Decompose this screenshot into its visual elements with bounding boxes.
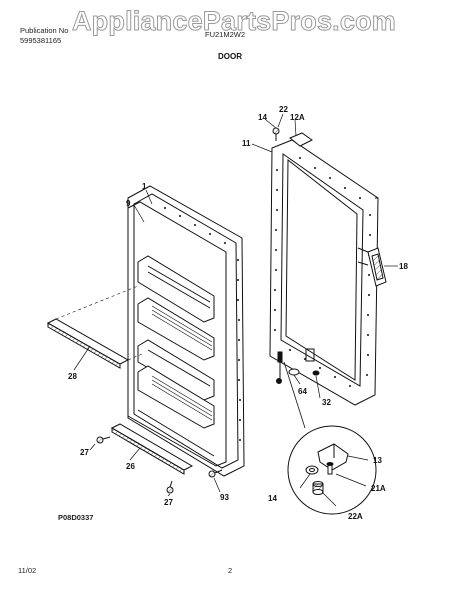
footer-date: 11/02 — [18, 566, 37, 575]
door-shelf-bottom — [137, 365, 215, 429]
door-shelf-top — [137, 255, 215, 323]
door-shelf-lower-mid — [137, 339, 215, 401]
callout-64: 64 — [298, 387, 307, 396]
callout-9: 9 — [126, 199, 131, 208]
callout-14-top: 14 — [258, 113, 267, 122]
publication-number: 5995381165 — [20, 36, 62, 45]
shelf-bar — [46, 318, 130, 369]
section-title: DOOR — [218, 52, 242, 61]
callout-1: 1 — [142, 182, 147, 191]
callout-22: 22 — [279, 105, 288, 114]
callout-22a: 22A — [348, 512, 363, 521]
door-shelf-upper-mid — [137, 297, 215, 361]
model-number: FU21M2W2 — [205, 30, 246, 39]
callout-26: 26 — [126, 462, 135, 471]
callout-11: 11 — [242, 139, 251, 148]
liner-face — [127, 201, 227, 467]
publication-label: Publication No — [20, 26, 69, 35]
leader-lines — [73, 113, 398, 507]
outer-door-panel — [269, 139, 379, 406]
top-hinge-screw — [272, 127, 280, 141]
callout-27-bottom: 27 — [164, 498, 173, 507]
bottom-hinge-parts — [276, 351, 320, 384]
callout-93: 93 — [220, 493, 229, 502]
callout-28: 28 — [68, 372, 77, 381]
door-handle — [357, 247, 387, 287]
callout-32: 32 — [322, 398, 331, 407]
bottom-shelf-bar — [110, 423, 194, 475]
callout-labels: 1 9 11 12A 14 22 18 28 64 32 27 26 27 93… — [68, 105, 408, 521]
callout-13: 13 — [373, 456, 382, 465]
figure-code: P08D0337 — [58, 513, 94, 522]
hinge-cover — [289, 132, 313, 147]
callout-18: 18 — [399, 262, 408, 271]
callout-21a: 21A — [371, 484, 386, 493]
hinge-detail-circle — [283, 361, 377, 515]
callout-12a: 12A — [290, 113, 305, 122]
callout-14-detail: 14 — [268, 494, 277, 503]
page-number: 2 — [228, 566, 233, 575]
screws — [96, 436, 223, 494]
callout-27-left: 27 — [80, 448, 89, 457]
watermark-logo: AppliancePartsPros.com — [71, 6, 396, 37]
